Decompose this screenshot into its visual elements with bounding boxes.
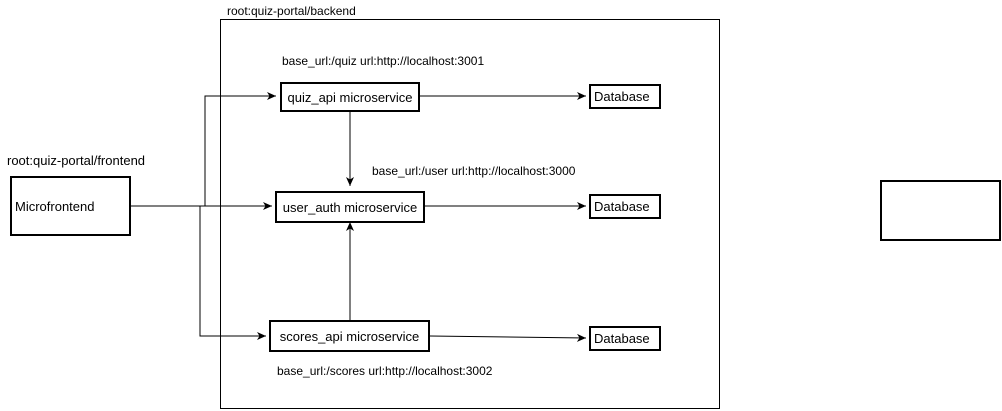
scores-info-label: base_url:/scores url:http://localhost:30…	[277, 364, 493, 378]
scores-api-node[interactable]: scores_api microservice	[269, 320, 430, 352]
frontend-label: root:quiz-portal/frontend	[7, 153, 146, 168]
scores-database-node[interactable]: Database	[589, 326, 661, 351]
quiz-api-node[interactable]: quiz_api microservice	[280, 82, 420, 112]
user-info-label: base_url:/user url:http://localhost:3000	[372, 164, 576, 178]
backend-label: root:quiz-portal/backend	[227, 4, 356, 18]
empty-node[interactable]	[880, 180, 1001, 241]
user-database-node[interactable]: Database	[589, 194, 661, 219]
edge-frontend-quiz	[130, 92, 276, 207]
backend-container	[220, 19, 720, 409]
quiz-info-label: base_url:/quiz url:http://localhost:3001	[282, 54, 485, 68]
quiz-database-node[interactable]: Database	[589, 84, 661, 109]
user-auth-node[interactable]: user_auth microservice	[275, 191, 425, 223]
edge-frontend-scores	[199, 206, 266, 340]
edge-scores-db	[429, 333, 587, 342]
microfrontend-node[interactable]: Microfrontend	[10, 176, 131, 236]
